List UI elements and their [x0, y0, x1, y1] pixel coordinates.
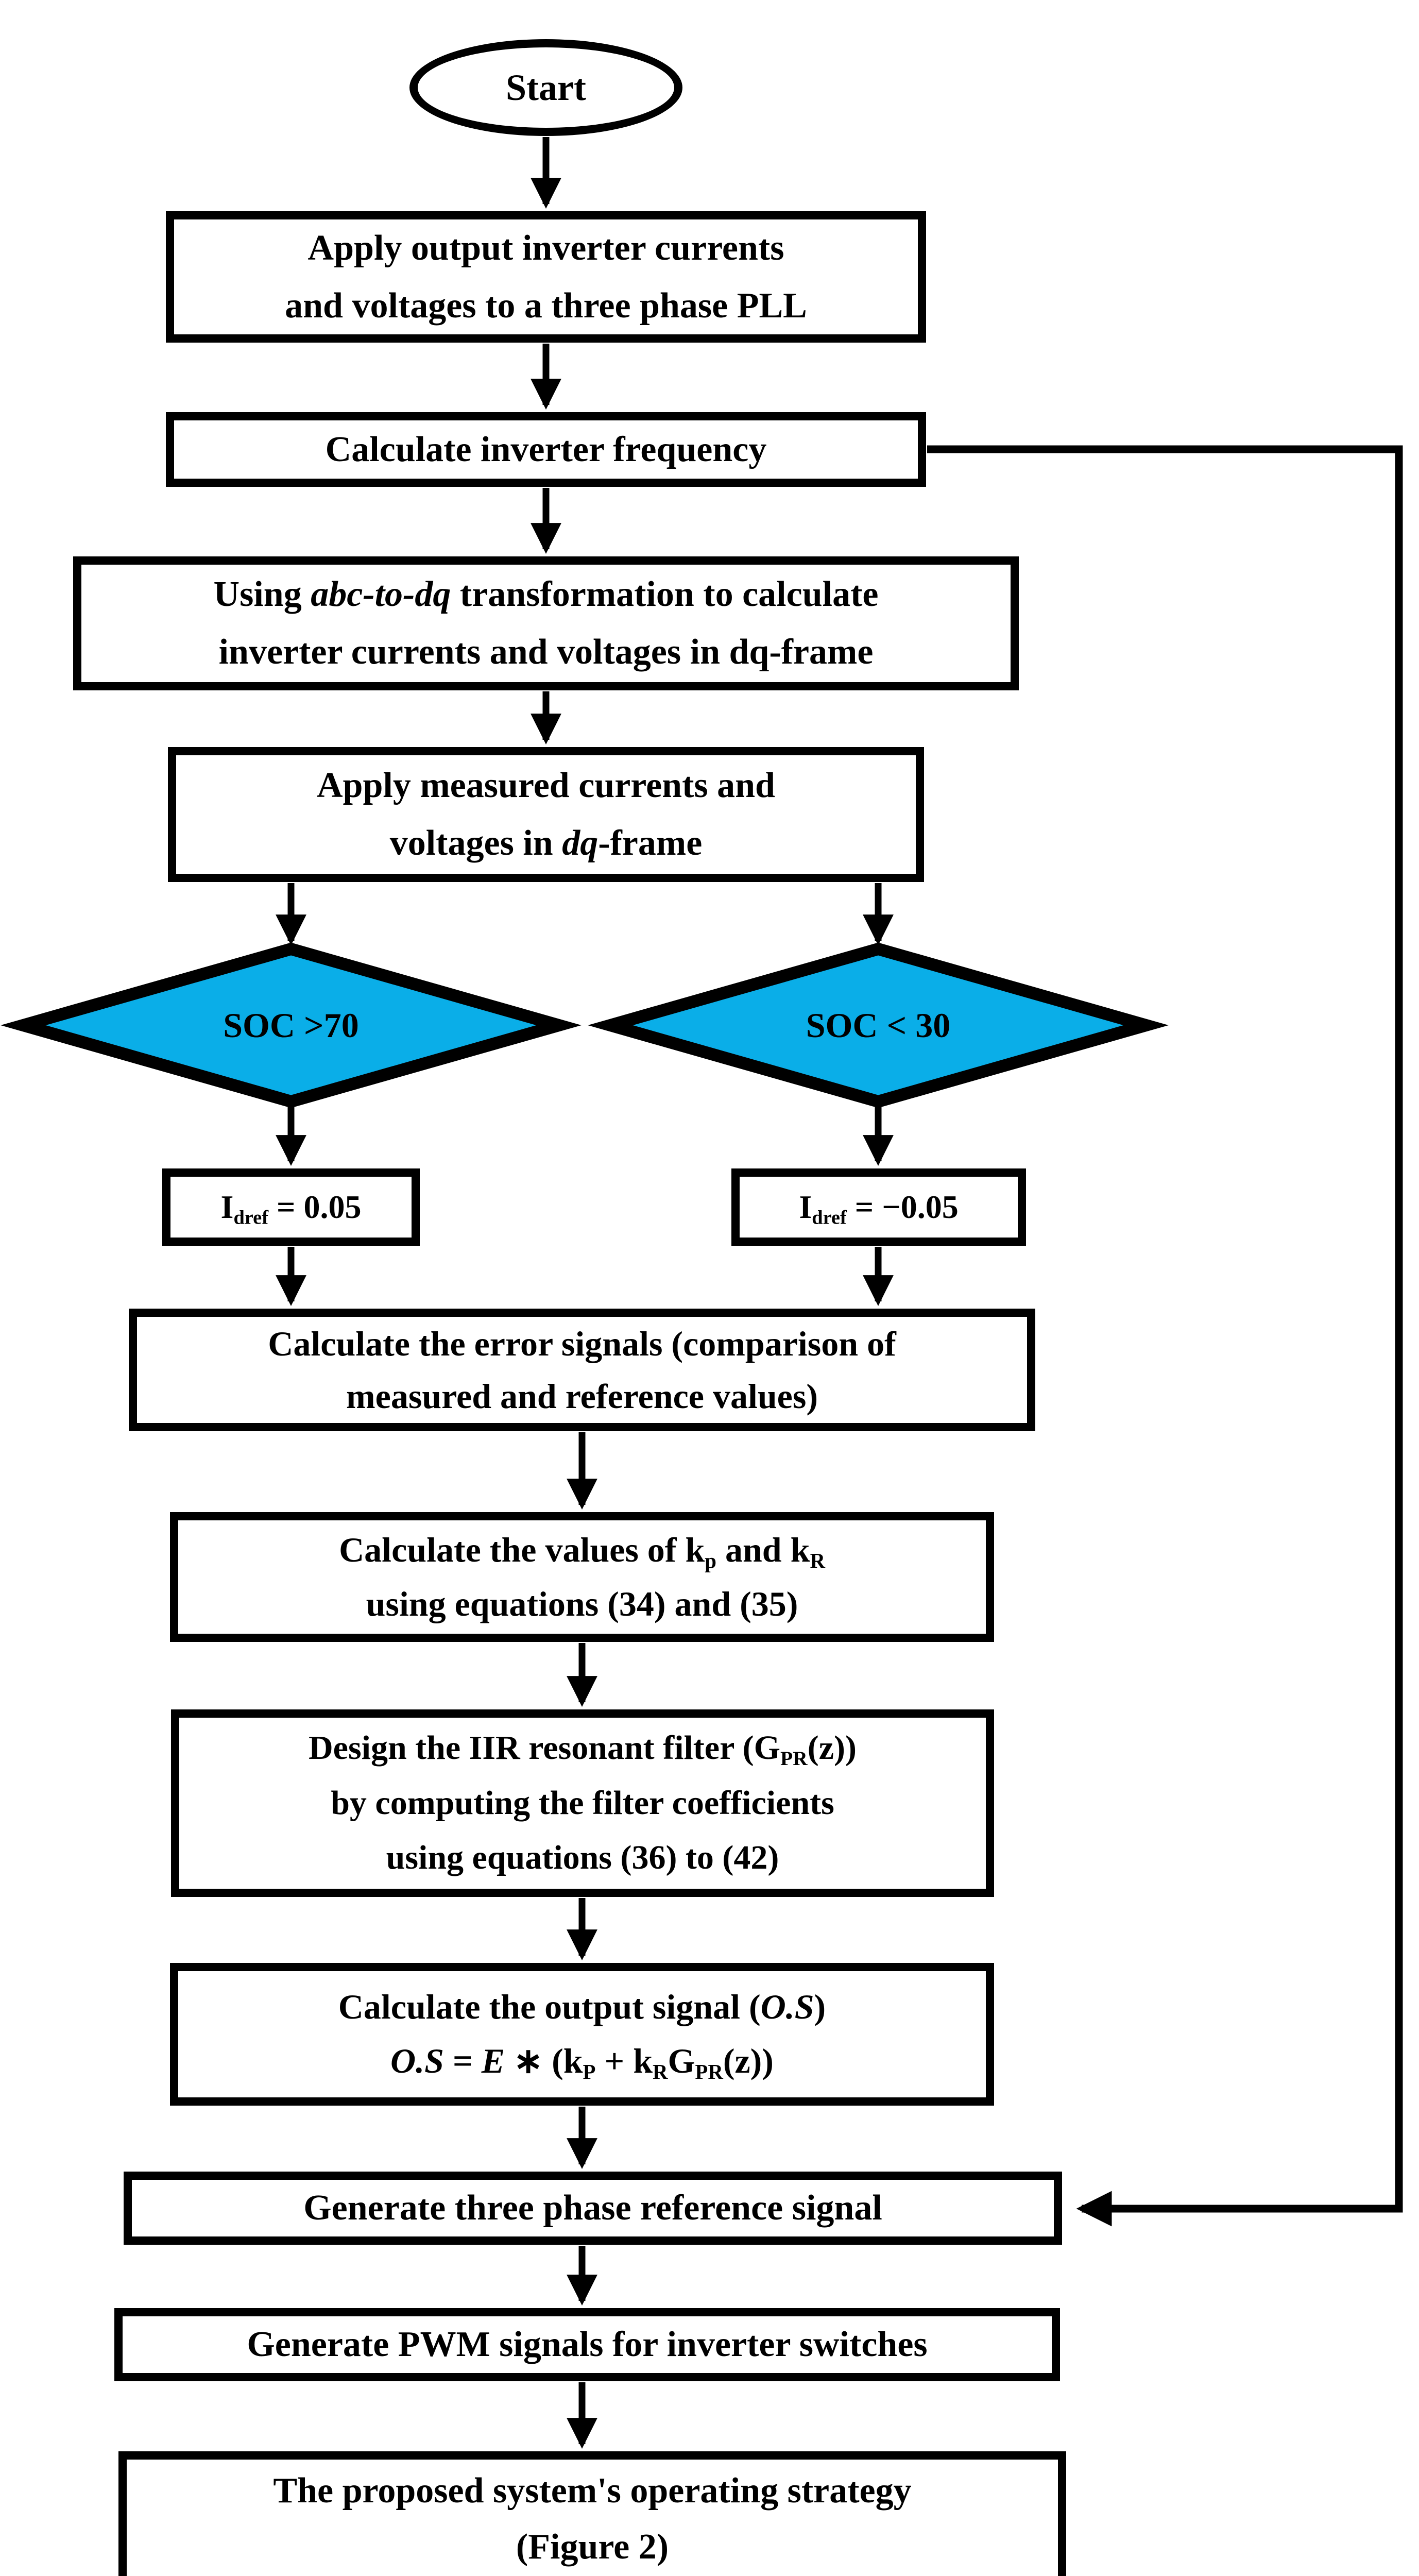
process-output-signal: Calculate the output signal (O.S) O.S = … [170, 1963, 994, 2106]
meas-line2-pre: voltages in [389, 823, 562, 863]
process-apply-measured-line2: voltages in dq-frame [390, 815, 703, 872]
idref-pos-symbol: I [220, 1188, 234, 1225]
idref-pos-subscript: dref [233, 1207, 268, 1229]
formula-gpr-subscript: PR [695, 2060, 723, 2084]
idref-pos-value: = 0.05 [268, 1188, 362, 1225]
idref-neg-subscript: dref [812, 1207, 847, 1229]
process-abc-to-dq-line1: Using abc-to-dq transformation to calcul… [214, 566, 879, 623]
idref-neg-value: = −0.05 [846, 1188, 959, 1225]
process-error-signals: Calculate the error signals (comparison … [129, 1309, 1035, 1431]
feedback-line-freq-to-genref [927, 445, 1403, 2227]
idref-negative-formula: Idref = −0.05 [799, 1181, 958, 1234]
process-gen-pwm-label: Generate PWM signals for inverter switch… [247, 2325, 928, 2364]
process-calc-frequency: Calculate inverter frequency [166, 412, 926, 487]
meas-line2-italic: dq [562, 823, 599, 863]
process-calc-gains-line1: Calculate the values of kp and kR [339, 1523, 825, 1577]
decision-soc-high-shape [1, 942, 582, 1108]
formula-kr-subscript: R [653, 2060, 668, 2084]
process-gen-reference-label: Generate three phase reference signal [303, 2188, 882, 2228]
abc-line1-post: transformation to calculate [451, 574, 879, 614]
process-output-signal-formula: O.S = E ∗ (kP + kRGPR(z)) [390, 2034, 774, 2088]
formula-g: G [668, 2041, 695, 2081]
process-error-signals-line2: measured and reference values) [346, 1377, 818, 1416]
gains-line1-mid: and k [716, 1530, 810, 1569]
process-calc-frequency-label: Calculate inverter frequency [325, 429, 767, 469]
abc-line1-italic: abc-to-dq [311, 574, 451, 614]
process-operating-strategy-line2: (Figure 2) [516, 2527, 669, 2567]
process-output-signal-line1: Calculate the output signal (O.S) [338, 1980, 826, 2034]
process-gen-pwm: Generate PWM signals for inverter switch… [114, 2308, 1060, 2381]
decision-soc-low-shape [588, 942, 1169, 1108]
start-terminator: Start [409, 39, 682, 136]
process-calc-gains: Calculate the values of kp and kR using … [170, 1512, 994, 1642]
iir-gpr-subscript: PR [780, 1747, 808, 1770]
out-line1-pre: Calculate the output signal ( [338, 1987, 761, 2027]
idref-positive-formula: Idref = 0.05 [221, 1181, 362, 1234]
process-apply-pll-line2: and voltages to a three phase PLL [285, 285, 807, 326]
process-design-iir-line3: using equations (36) to (42) [386, 1839, 779, 1877]
formula-os: O.S [390, 2041, 444, 2081]
process-calc-gains-line2: using equations (34) and (35) [366, 1584, 798, 1624]
meas-line2-post: -frame [598, 823, 703, 863]
iir-line1-pre: Design the IIR resonant filter (G [308, 1728, 780, 1767]
process-apply-pll: Apply output inverter currents and volta… [166, 211, 926, 343]
formula-plus: + k [595, 2041, 653, 2081]
gains-kp-subscript: p [705, 1549, 716, 1572]
idref-neg-symbol: I [799, 1188, 812, 1225]
abc-line1-pre: Using [213, 574, 311, 614]
formula-kp-subscript: P [583, 2060, 596, 2084]
formula-open: ∗ (k [505, 2041, 583, 2081]
start-label: Start [506, 66, 586, 108]
formula-equals: = [443, 2041, 482, 2081]
decision-soc-high-label: SOC >70 [223, 1005, 359, 1045]
process-design-iir-line1: Design the IIR resonant filter (GPR(z)) [309, 1721, 857, 1776]
gains-line1-pre: Calculate the values of k [339, 1530, 705, 1569]
process-abc-to-dq-line2: inverter currents and voltages in dq-fra… [218, 632, 874, 672]
iir-line1-post: (z)) [807, 1728, 857, 1767]
out-line1-post: ) [814, 1987, 826, 2027]
process-idref-negative: Idref = −0.05 [731, 1168, 1026, 1246]
formula-close: (z)) [723, 2041, 774, 2081]
out-os-italic: O.S [760, 1987, 814, 2027]
process-apply-pll-line1: Apply output inverter currents [307, 228, 784, 268]
process-idref-positive: Idref = 0.05 [162, 1168, 420, 1246]
process-operating-strategy: The proposed system's operating strategy… [118, 2451, 1066, 2576]
process-operating-strategy-line1: The proposed system's operating strategy [273, 2471, 912, 2511]
process-gen-reference: Generate three phase reference signal [124, 2172, 1062, 2245]
process-abc-to-dq: Using abc-to-dq transformation to calcul… [73, 556, 1019, 690]
process-design-iir-line2: by computing the filter coefficients [331, 1784, 834, 1822]
process-error-signals-line1: Calculate the error signals (comparison … [268, 1324, 896, 1363]
process-apply-measured: Apply measured currents and voltages in … [168, 747, 924, 882]
formula-e: E [481, 2041, 505, 2081]
decision-soc-low-label: SOC < 30 [806, 1005, 951, 1045]
process-design-iir: Design the IIR resonant filter (GPR(z)) … [171, 1709, 994, 1897]
gains-kr-subscript: R [810, 1549, 825, 1572]
process-apply-measured-line1: Apply measured currents and [316, 766, 775, 805]
